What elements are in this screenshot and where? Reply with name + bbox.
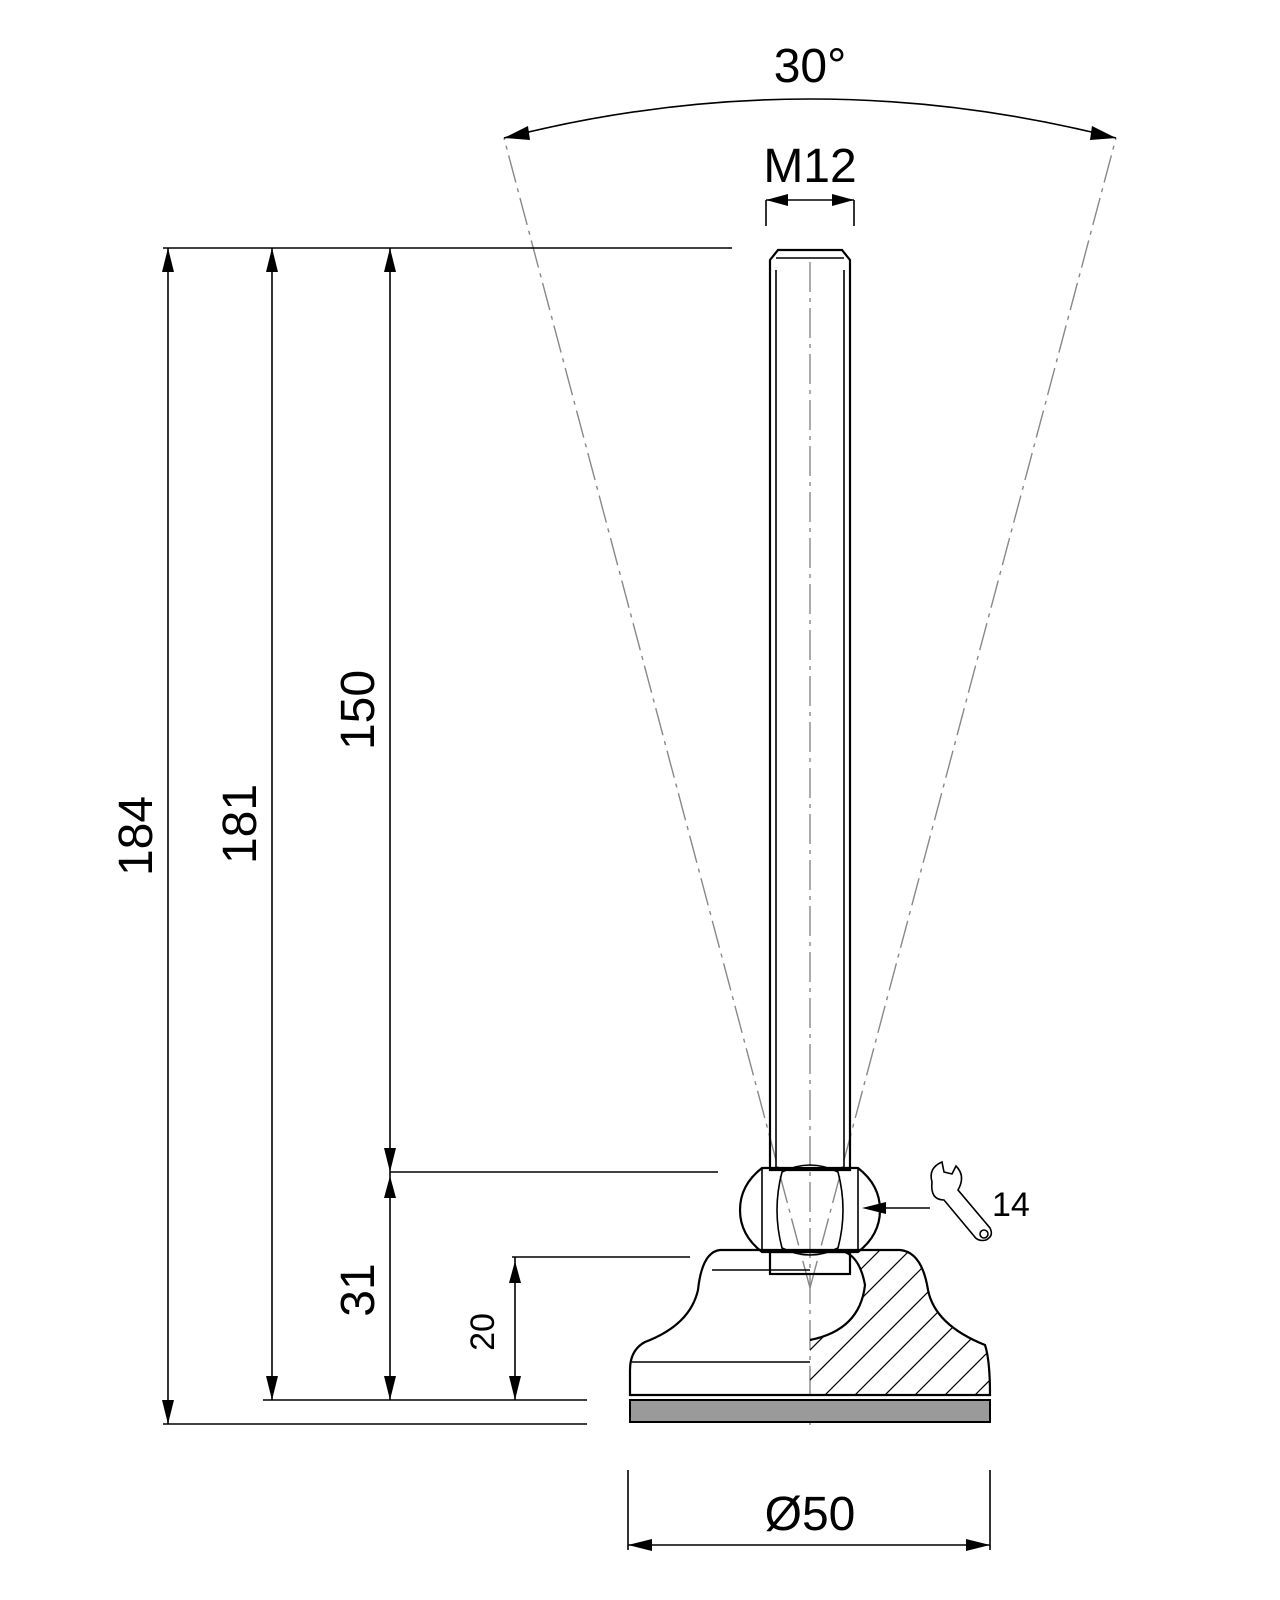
total-height-label: 184 xyxy=(110,796,163,876)
height-to-base-dimension: 181 xyxy=(214,248,278,1400)
rubber-pad xyxy=(629,1399,991,1423)
angle-label: 30° xyxy=(774,40,847,93)
swivel-range-lines xyxy=(503,137,1117,1289)
thread-length-dimension: 150 xyxy=(332,248,396,1172)
base-height-dimension: 20 xyxy=(464,1257,521,1400)
total-height-dimension: 184 xyxy=(110,248,174,1424)
thread-dimension: M12 xyxy=(763,140,857,226)
threaded-rod xyxy=(768,248,852,1425)
extension-lines xyxy=(163,247,991,1550)
wrench-size-label: 14 xyxy=(992,1186,1030,1224)
thread-label: M12 xyxy=(763,140,856,193)
hex-nut xyxy=(738,1164,882,1276)
angle-dimension: 30° xyxy=(503,40,1117,140)
base-diameter-label: Ø50 xyxy=(765,1488,856,1541)
base-height-label: 20 xyxy=(464,1313,502,1351)
nut-to-base-label: 31 xyxy=(332,1263,385,1316)
height-to-base-label: 181 xyxy=(214,784,267,864)
nut-to-base-dimension: 31 xyxy=(332,1172,396,1400)
base-diameter-dimension: Ø50 xyxy=(628,1488,990,1551)
wrench-icon xyxy=(930,1160,993,1242)
base-foot xyxy=(628,1248,992,1423)
wrench-callout: 14 xyxy=(862,1160,1030,1242)
thread-length-label: 150 xyxy=(332,670,385,750)
